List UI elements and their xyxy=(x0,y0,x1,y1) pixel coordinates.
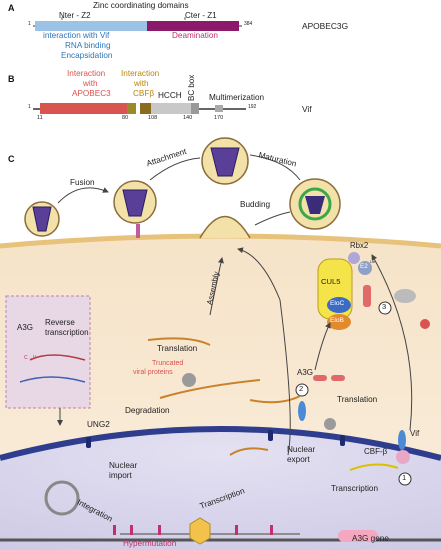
vif-cbf-domain-2 xyxy=(140,103,151,114)
nuclear-import-2: import xyxy=(109,471,132,480)
truncated-label-2: viral proteins xyxy=(133,369,173,376)
a3g-vif-complex xyxy=(298,401,306,421)
panel-label-b: B xyxy=(8,74,15,84)
cbf-interaction-3: CBFβ xyxy=(133,89,155,98)
ung2-label: UNG2 xyxy=(87,420,110,429)
virion-mature xyxy=(289,178,341,230)
ribosome xyxy=(324,418,336,430)
truncated-label-1: Truncated xyxy=(152,360,184,367)
tick-170: 170 xyxy=(214,115,224,121)
a3g-rt-label: A3G xyxy=(17,323,34,332)
vif-label: Vif xyxy=(410,429,420,438)
vif-multimerization-domain xyxy=(215,105,223,112)
nuclear-export-2: export xyxy=(287,455,310,464)
vif-hcch-domain xyxy=(151,103,191,114)
b-start-label: 1 xyxy=(28,104,31,110)
a3g-molecule xyxy=(331,375,345,381)
integrated-provirus xyxy=(189,517,211,545)
cter-label: Cter - Z1 xyxy=(185,11,217,20)
budding-virion xyxy=(199,215,251,239)
vif-a3-domain xyxy=(40,103,127,114)
a3g-mid-label: A3G xyxy=(297,368,314,377)
preintegration-dna xyxy=(44,480,80,516)
ubiquitin-label: Ub xyxy=(370,259,376,264)
transcription-right-label: Transcription xyxy=(331,484,379,493)
virion-maturation-1 xyxy=(201,137,249,185)
vif-cbf-domain xyxy=(127,103,136,114)
vif-bcbox-domain xyxy=(191,103,199,114)
translation-right-label: Translation xyxy=(337,395,378,404)
cbfb-molecule xyxy=(396,450,410,464)
cbfb-label: CBF-β xyxy=(364,447,388,456)
eloc-protein xyxy=(327,297,351,313)
e2-protein xyxy=(358,261,372,275)
reverse-label-1: Reverse xyxy=(45,318,75,327)
tick-140: 140 xyxy=(183,115,193,121)
nucleus xyxy=(0,429,441,550)
degradation-label: Degradation xyxy=(125,406,170,415)
budding-label: Budding xyxy=(240,200,271,209)
a3-interaction-3: APOBEC3 xyxy=(72,89,111,98)
nuclear-pore xyxy=(268,430,273,441)
a-end-label: 384 xyxy=(244,21,253,27)
cul5-label: CUL5 xyxy=(321,277,341,286)
nter-domain-bar xyxy=(35,21,147,31)
e2-label: E2 xyxy=(360,263,368,270)
elob-protein xyxy=(327,314,351,330)
zinc-domains-title: Zinc coordinating domains xyxy=(93,1,189,10)
cbf-interaction-1: Interaction xyxy=(121,69,160,78)
hcch-label: HCCH xyxy=(158,91,182,100)
elob-label: EloB xyxy=(330,317,344,324)
reverse-label-2: transcription xyxy=(45,328,89,337)
a3-interaction-1: Interaction xyxy=(67,69,106,78)
tick-108: 108 xyxy=(148,115,158,121)
panel-label-c: C xyxy=(8,154,15,164)
a3g-gene xyxy=(338,530,378,542)
nter-label: Nter - Z2 xyxy=(59,11,91,20)
tick-11: 11 xyxy=(37,115,43,121)
virion-fusion xyxy=(24,201,60,237)
panel-a-diagram xyxy=(33,17,246,114)
fusion-label: Fusion xyxy=(70,178,95,187)
nter-func-1: interaction with Vif xyxy=(43,31,110,40)
nuclear-envelope xyxy=(0,426,441,461)
step-3-label: 3 xyxy=(382,302,387,311)
nter-func-2: RNA binding xyxy=(65,41,111,50)
reverse-transcription-box xyxy=(5,295,91,409)
vif-molecule xyxy=(398,430,406,450)
a-start-label: 1 xyxy=(28,21,31,27)
translation-left-label: Translation xyxy=(157,344,198,353)
nter-func-3: Encapsidation xyxy=(61,51,113,60)
eloc-label: EloC xyxy=(330,300,345,307)
cter-domain-bar xyxy=(147,21,239,31)
cu-label: C→U xyxy=(24,355,37,361)
apobec3g-protein-label: APOBEC3G xyxy=(302,21,349,31)
hypermutation-label: Hypermutation xyxy=(123,539,177,548)
step-1-label: 1 xyxy=(402,473,407,482)
cter-func: Deamination xyxy=(172,31,218,40)
rbx2-protein xyxy=(348,252,360,264)
step-2-label: 2 xyxy=(299,384,304,393)
cbf-interaction-2: with xyxy=(134,79,149,88)
a3g-gene-label: A3G gene xyxy=(352,534,389,543)
a3-interaction-2: with xyxy=(83,79,98,88)
vif-protein-label: Vif xyxy=(302,104,312,114)
nuclear-export-1: Nuclear xyxy=(287,445,316,454)
virion-attachment xyxy=(113,180,157,238)
multimerization-label: Multimerization xyxy=(209,93,265,102)
tick-80: 80 xyxy=(122,115,129,121)
vif-bound xyxy=(363,285,371,307)
panel-label-a: A xyxy=(8,3,15,13)
nuclear-pore xyxy=(86,437,91,448)
rbx2-label: Rbx2 xyxy=(350,241,369,250)
nuclear-import-1: Nuclear xyxy=(109,461,138,470)
proteasome xyxy=(394,289,416,303)
ribosome xyxy=(182,373,196,387)
nuclear-pore xyxy=(340,435,345,446)
degraded-fragments xyxy=(420,319,430,329)
b-end-label: 192 xyxy=(248,104,257,110)
a3g-molecule xyxy=(313,375,327,381)
